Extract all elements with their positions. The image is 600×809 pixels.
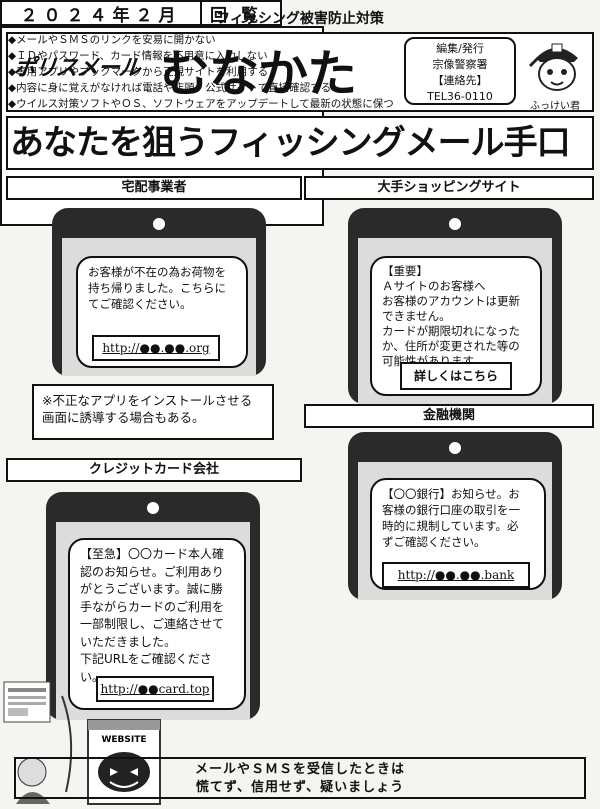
message-line: 時的に規制しています。必 — [382, 519, 519, 533]
phishing-link-bank[interactable]: http://●●.●●.bank — [382, 562, 530, 588]
message-line: 認のお知らせ。ご利用あり — [80, 564, 224, 579]
message-line: いただきました。 — [80, 634, 177, 649]
phone-camera-icon — [449, 442, 461, 454]
phone-camera-icon — [153, 218, 165, 230]
note-line: ※不正なアプリをインストールさせる — [42, 393, 253, 408]
main-banner: あなたを狙うフィッシングメール手口 — [6, 116, 594, 170]
section-title-bank: 金融機関 — [304, 404, 594, 428]
message-line: 手ながらカードのご利用を — [80, 599, 225, 614]
section-title-shopping: 大手ショッピングサイト — [304, 176, 594, 200]
phone-camera-icon — [147, 502, 159, 514]
note-line: 画面に誘導する場合もある。 — [42, 410, 205, 425]
message-line: お客様のアカウントは更新 — [382, 294, 520, 308]
note-delivery: ※不正なアプリをインストールさせる 画面に誘導する場合もある。 — [32, 384, 274, 440]
phone-camera-icon — [449, 218, 461, 230]
prevention-title: フィッシング被害防止対策 — [216, 11, 384, 27]
phishing-link-credit[interactable]: http://●●card.top — [96, 676, 214, 702]
prevention-list: メールやＳＭＳのリンクを安易に開かない ＩＤやパスワード、カード情報を不用意に入… — [8, 32, 594, 112]
website-label: WEBSITE — [101, 735, 146, 745]
date-box: ２０２４年２月 回覧 — [0, 0, 282, 26]
circulation-label: 回覧 — [210, 5, 272, 26]
message-line: か、住所が変更された等の — [382, 339, 520, 353]
prevention-item: 内容に身に覚えがなければ電話や店頭、公式サイトで直接確認する — [8, 80, 594, 96]
message-line: 客様の銀行口座の取引を一 — [382, 503, 520, 517]
issue-date: ２０２４年２月 — [2, 2, 202, 26]
message-line: Ａサイトのお客様へ — [382, 279, 486, 293]
prevention-item: 専用アプリやブックマークから正規サイトを利用する — [8, 64, 594, 80]
slogan-line: 慌てず、信用せず、疑いましょう — [195, 780, 405, 795]
section-title-credit: クレジットカード会社 — [6, 458, 302, 482]
message-line: カードが期限切れになった — [382, 324, 520, 338]
message-line: 持ち帰りました。こちらに — [88, 281, 226, 295]
message-line: てご確認ください。 — [88, 297, 192, 311]
message-line: がとうございます。誠に勝 — [80, 582, 223, 596]
message-line: できません。 — [382, 309, 451, 323]
prevention-item: ウイルス対策ソフトやＯＳ、ソフトウェアをアップデートして最新の状態に保つ — [8, 96, 594, 112]
message-line: 一部制限し、ご連絡させて — [80, 617, 225, 631]
section-title-delivery: 宅配事業者 — [6, 176, 302, 200]
phishing-link-delivery[interactable]: http://●●.●●.org — [92, 335, 220, 361]
message-line: 【至急】〇〇カード本人確 — [80, 547, 225, 561]
prevention-item: メールやＳＭＳのリンクを安易に開かない — [8, 32, 594, 48]
prevention-item: ＩＤやパスワード、カード情報を不用意に入力しない — [8, 48, 594, 64]
details-button[interactable]: 詳しくはこちら — [400, 362, 512, 390]
hacker-illustration-icon: WEBSITE — [3, 681, 161, 805]
message-line: お客様が不在の為お荷物を — [88, 265, 226, 279]
message-line: 【重要】 — [382, 264, 428, 278]
slogan-box: メールやＳＭＳを受信したときは 慌てず、信用せず、疑いましょう — [14, 757, 586, 799]
slogan-line: メールやＳＭＳを受信したときは — [194, 762, 405, 777]
message-line: ずご確認ください。 — [382, 535, 486, 549]
message-line: 【〇〇銀行】お知らせ。お — [382, 487, 520, 501]
